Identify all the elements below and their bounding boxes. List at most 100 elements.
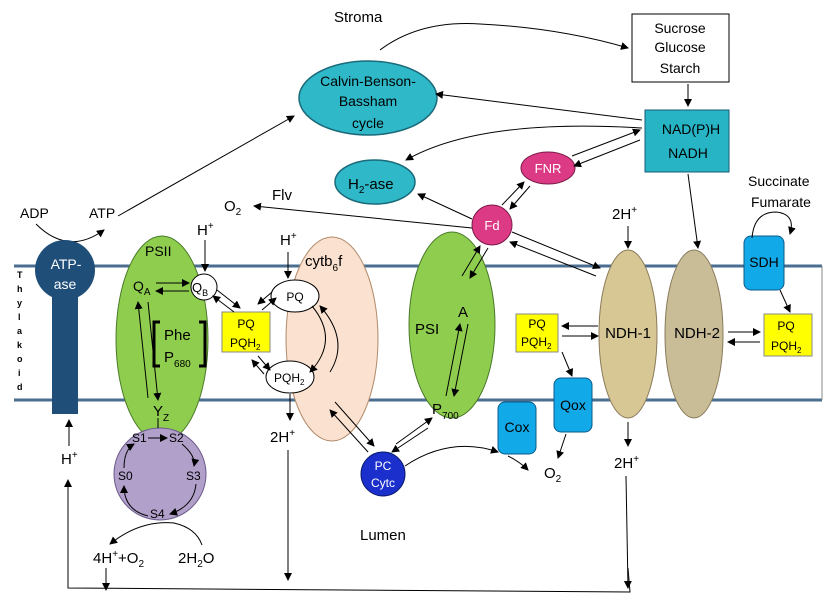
pq-box-right-pq: PQ <box>777 319 794 333</box>
pq-pool-to-pq-site <box>261 297 277 311</box>
thylakoid-letter-4: l <box>18 312 21 322</box>
carbohydrate-box <box>631 13 730 83</box>
pc-to-cytb6f-arrow <box>329 409 369 453</box>
adp-label: ADP <box>20 205 49 221</box>
cytb6f-label: cytb6f <box>305 253 343 274</box>
nadph-label: NAD(P)H <box>662 121 720 137</box>
nadph-to-calvin-arrow <box>435 90 643 121</box>
fumarate-label: Fumarate <box>751 194 811 210</box>
qox-box <box>553 377 593 433</box>
pq-pool-box-left <box>221 311 271 353</box>
psii-label: PSII <box>145 243 171 259</box>
lumen-label: Lumen <box>360 527 406 544</box>
sucrose-label: Sucrose <box>654 20 706 36</box>
q-cycle-arrow <box>309 305 326 373</box>
s3-label: S3 <box>186 469 201 483</box>
water-reactant-label: 2H2O <box>178 550 214 570</box>
ndh1-ellipse <box>598 249 658 419</box>
pq-box-middle-pq: PQ <box>528 317 545 331</box>
fnr-to-nadph-arrow <box>571 128 641 157</box>
oec-circle <box>113 427 207 521</box>
o2-low-label: O2 <box>544 465 562 485</box>
pq-box-left-pqh2: PQH2 <box>230 336 261 352</box>
stroma-to-carbohydrate-arrow <box>379 23 629 51</box>
pqh2-site-circle <box>265 360 315 394</box>
pqh2-site-to-pq-pool <box>251 359 265 375</box>
s3-to-s4-arrow <box>169 483 197 516</box>
glucose-label: Glucose <box>654 39 706 55</box>
s2-label: S2 <box>169 431 184 445</box>
pc-label: PC <box>375 459 392 473</box>
pqh2-site-label: PQH2 <box>274 371 305 387</box>
qox-to-o2-arrow <box>556 433 567 459</box>
s0-label: S0 <box>118 469 133 483</box>
calvin-label-line3: cycle <box>352 115 384 131</box>
water-products-label: 4H++O2 <box>93 549 144 570</box>
ndh1-label: NDH-1 <box>605 325 651 342</box>
pq-right-to-qox-arrow <box>561 351 573 377</box>
cytb6f-h-plus: H+ <box>280 231 297 249</box>
fnr-to-fd-arrow <box>509 185 531 210</box>
atpase-label-line1: ATP- <box>51 256 82 272</box>
pq-site-label: PQ <box>286 290 303 304</box>
ndh1-proton-down <box>623 475 632 589</box>
psi-to-pc-arrow <box>391 427 429 453</box>
s1-label: S1 <box>132 431 147 445</box>
s0-to-s1-arrow <box>123 443 135 469</box>
pq-box-right-pqh2: PQH2 <box>771 339 802 355</box>
s4-to-s0-arrow <box>120 485 149 517</box>
fd-to-psi-arrow <box>469 247 489 279</box>
ndh1-2h-plus-top: 2H+ <box>612 205 637 223</box>
thylakoid-letter-1: T <box>17 270 23 280</box>
cytc-label: Cytc <box>371 476 395 490</box>
fd-to-fnr-arrow <box>501 181 525 206</box>
fd-to-flv-arrow <box>253 202 473 229</box>
cox-to-o2-arrow <box>507 455 529 471</box>
succinate-label: Succinate <box>748 173 810 189</box>
pc-cytc-circle <box>360 451 406 497</box>
psii-electron-up <box>134 301 149 399</box>
ferredoxin-label: Fd <box>484 218 499 233</box>
ndh2-ellipse <box>664 249 724 419</box>
atp-label: ATP <box>89 205 115 221</box>
atpase-label-line2: ase <box>54 276 77 292</box>
pq-box-left-pq: PQ <box>237 317 254 331</box>
pq-pool-to-pqh2-site <box>257 355 271 371</box>
cytb6f-to-pc-arrow <box>334 401 375 447</box>
cytc-to-cox-arrow <box>404 445 499 467</box>
psi-to-fd-arrow <box>461 245 481 277</box>
calvin-label-line2: Bassham <box>339 93 397 109</box>
hydrogenase-ellipse <box>334 159 416 205</box>
psi-label: PSI <box>415 321 439 338</box>
phe-label: Phe <box>164 327 191 344</box>
hydrogenase-label: H2-ase <box>348 176 394 196</box>
nadph-box <box>644 109 730 173</box>
qox-label: Qox <box>560 397 586 413</box>
pq-to-qb-arrow <box>212 295 235 313</box>
qb-circle <box>190 273 218 301</box>
fd-to-ndh1-arrow <box>511 231 601 270</box>
nadph-to-h2ase-arrow <box>405 125 643 161</box>
calvin-label-line1: Calvin-Benson- <box>320 73 416 89</box>
cox-box <box>497 401 537 455</box>
phe-bracket-left <box>152 320 160 368</box>
atpase-stalk <box>52 280 78 414</box>
thylakoid-letter-8: i <box>18 368 21 378</box>
q-cycle-return-arrow <box>319 305 339 373</box>
pq-pool-box-middle <box>515 313 559 353</box>
fd-to-h2ase-arrow <box>417 193 473 220</box>
thylakoid-letter-6: k <box>17 340 23 350</box>
ferredoxin-circle <box>471 204 513 246</box>
thylakoid-letter-9: d <box>17 382 23 392</box>
phe-bracket-right <box>199 320 207 368</box>
pc-to-psi-arrow <box>395 417 433 445</box>
thylakoid-label: T h y l a k o i d <box>17 270 23 392</box>
qb-to-pq-arrow <box>216 289 241 309</box>
atp-to-calvin-arrow <box>117 115 295 217</box>
yz-label: YZ <box>153 403 169 424</box>
psi-electron-up <box>445 323 463 397</box>
fnr-label: FNR <box>535 161 562 176</box>
water-split-arrow <box>109 522 203 546</box>
atpase-head <box>35 240 95 300</box>
starch-label: Starch <box>660 60 700 76</box>
